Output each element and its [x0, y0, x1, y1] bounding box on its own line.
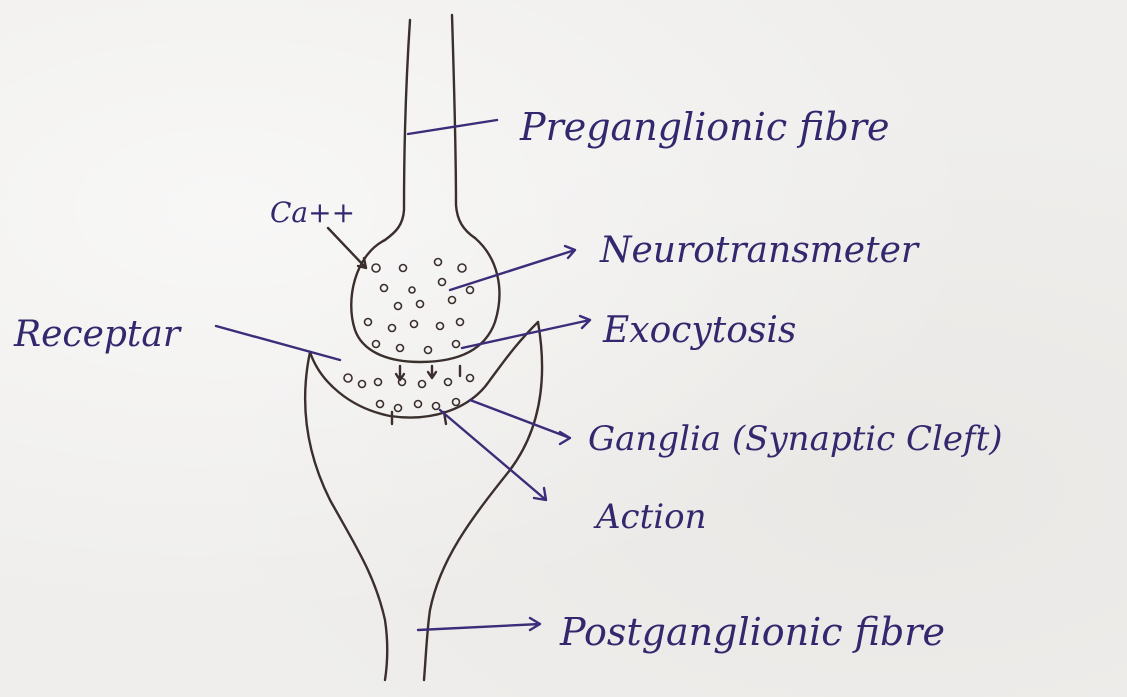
calcium-arrow: [328, 228, 366, 268]
neurotransmitter-label: Neurotransmeter: [599, 230, 920, 271]
ganglia-label: Ganglia (Synaptic Cleft): [588, 419, 1003, 459]
action-label: Action: [593, 497, 707, 537]
synaptic-knob: [351, 238, 499, 362]
exocytosis-label: Exocytosis: [602, 310, 796, 351]
preganglionic-label: Preganglionic fibre: [519, 105, 890, 149]
postganglionic-label: Postganglionic fibre: [559, 610, 945, 654]
preganglionic-pointer: [408, 120, 497, 134]
neurotransmitter-pointer: [450, 246, 575, 290]
preganglionic-axon-left: [385, 20, 410, 240]
exocytosis-pointer: [462, 316, 590, 348]
synaptic-vesicles: [365, 259, 474, 354]
postganglionic-body-left: [305, 352, 387, 680]
receptor-pointer: [216, 326, 340, 360]
postsynaptic-membrane: [310, 322, 538, 418]
receptor-label: Receptar: [13, 314, 182, 355]
released-neurotransmitters: [344, 366, 474, 424]
calcium-label: Ca++: [270, 196, 355, 229]
postganglionic-pointer: [418, 618, 540, 630]
ganglia-pointer: [470, 400, 570, 444]
